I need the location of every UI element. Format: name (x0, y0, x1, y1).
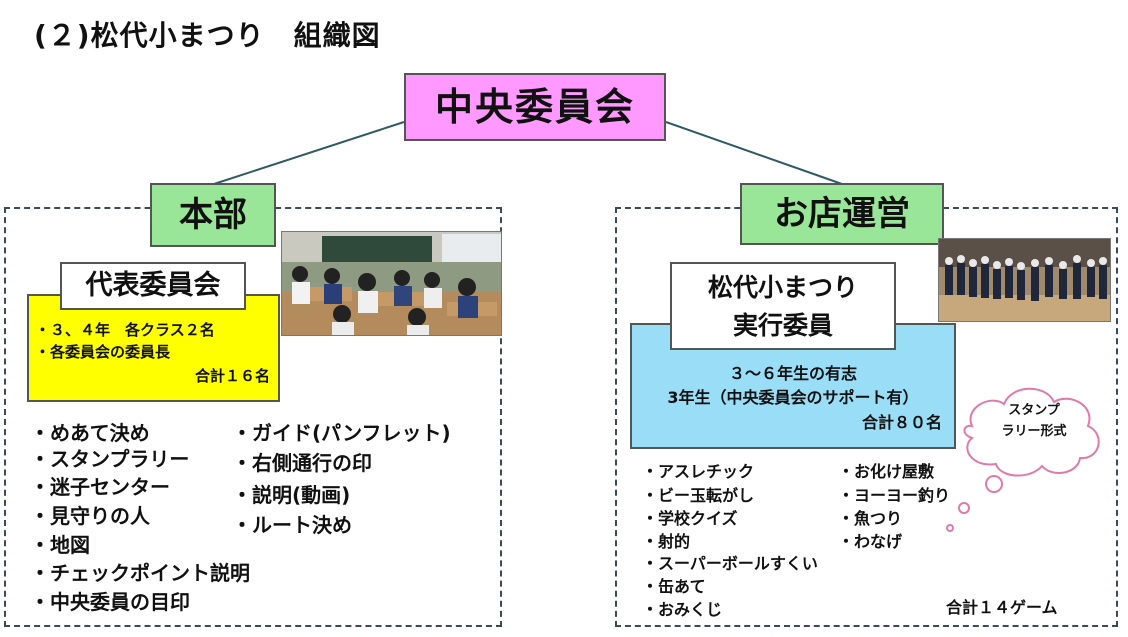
list-item: ・アスレチック (642, 462, 755, 481)
cloud-line: スタンプ (1008, 403, 1060, 418)
thought-cloud (946, 387, 1100, 532)
connector-left (213, 121, 405, 185)
list-item: ・わなげ (838, 532, 903, 551)
list-item: ・お化け屋敷 (838, 462, 935, 481)
gym-photo (938, 238, 1111, 322)
list-item: ・ガイド(パンフレット) (232, 421, 451, 445)
representative-committee-details: ・３、４年 各クラス２名 ・各委員会の委員長 合計１６名 (27, 294, 280, 402)
executive-committee-label: 松代小まつり 実行委員 (670, 262, 896, 350)
committee-line: 松代小まつり (707, 273, 858, 302)
list-item: ・学校クイズ (642, 509, 738, 528)
classroom-photo (281, 231, 502, 336)
games-total: 合計１４ゲーム (946, 598, 1058, 617)
central-committee-box: 中央委員会 (404, 73, 666, 141)
list-item: ・ヨーヨー釣り (838, 486, 951, 505)
cloud-line: ラリー形式 (1001, 424, 1067, 439)
detail-total: 合計８０名 (861, 413, 942, 432)
list-item: ・射的 (642, 532, 691, 551)
list-item: ・缶あて (642, 577, 706, 596)
list-item: ・迷子センター (30, 475, 170, 499)
list-item: ・おみくじ (642, 600, 723, 619)
page-title: (２)松代小まつり 組織図 (34, 19, 381, 52)
detail-line: 3年生（中央委員会のサポート有） (667, 388, 919, 407)
detail-total: 合計１６名 (194, 367, 270, 385)
list-item: ・説明(動画) (232, 483, 351, 507)
list-item: ・スーパーボールすくい (642, 554, 818, 573)
list-item: ・スタンプラリー (30, 447, 190, 471)
list-item: ・中央委員の目印 (30, 590, 190, 614)
list-item: ・見守りの人 (30, 504, 150, 528)
detail-line: ・３、４年 各クラス２名 (35, 321, 215, 339)
cloud-text: スタンプ ラリー形式 (960, 400, 1108, 442)
list-item: ・チェックポイント説明 (30, 561, 250, 585)
list-item: ・魚つり (838, 509, 903, 528)
detail-line: ３～６年生の有志 (728, 364, 857, 383)
list-item: ・地図 (30, 533, 90, 557)
committee-line: 実行委員 (732, 311, 833, 340)
detail-line: ・各委員会の委員長 (35, 343, 171, 361)
list-item: ・めあて決め (30, 421, 150, 445)
connector-right (665, 121, 843, 185)
shop-operation-header: お店運営 (740, 183, 944, 245)
headquarters-header: 本部 (150, 183, 276, 247)
list-item: ・ルート決め (232, 513, 352, 537)
representative-committee-label: 代表委員会 (60, 262, 246, 310)
list-item: ・ビー玉転がし (642, 486, 755, 505)
list-item: ・右側通行の印 (232, 451, 372, 475)
